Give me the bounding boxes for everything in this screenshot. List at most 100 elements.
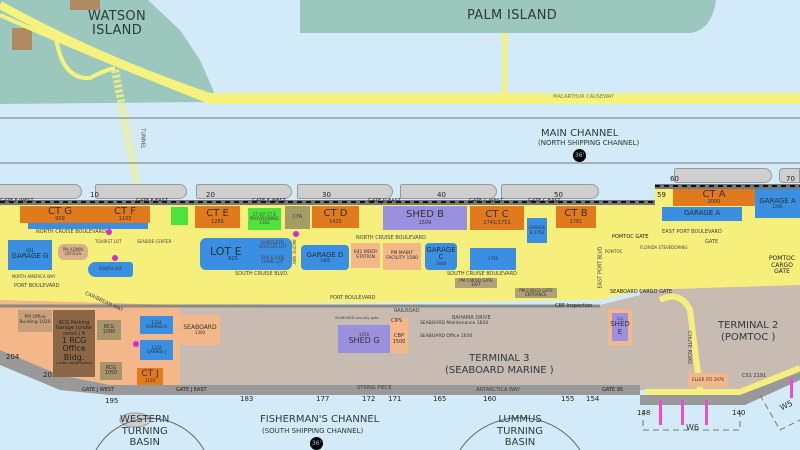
depth-badge: 36' [573,149,586,162]
berth-number: 40 [437,191,446,199]
provisioning-facility: CT E/F CT E PROVISIONING 1303 [248,208,281,230]
cs1-label: CS1 2191 [742,373,767,379]
fishermans-channel-label: FISHERMAN'S CHANNEL [260,414,380,425]
berth-number: 154 [586,395,600,403]
tourist-lot-label: TOURIST LOT [95,239,122,244]
cruise-ship [674,168,772,183]
location-marker[interactable] [293,231,299,237]
berth-w5 [759,394,800,431]
garage-b[interactable]: GARAGE B 1756 [527,218,547,243]
berth-number: 148 [637,409,651,417]
western-turning-basin-circle [95,417,205,450]
main-channel-sub: (NORTH SHIPPING CHANNEL) [538,139,640,147]
location-marker[interactable] [106,229,112,235]
berth-number: 177 [316,395,330,403]
berth-number: 165 [433,395,447,403]
depth-badge: 36' [310,437,323,450]
gate-e-west: GATE E WEST [252,198,286,204]
location-marker[interactable] [112,255,118,261]
gate-j-east: GATE J EAST [176,387,207,393]
gate-f-west: GATE F WEST [0,198,34,204]
berth-number: 160 [483,395,497,403]
rcg-1080: RCG 1080 [97,320,121,340]
berth-number: 10 [90,191,99,199]
location-marker[interactable] [133,341,139,347]
berth-number: 201 [43,371,57,379]
watson-building [12,28,32,50]
south-lot[interactable]: SOUTH LOT [88,262,133,277]
berth-number: 195 [105,397,119,405]
palm-island-road [502,33,507,95]
rcg-1050: RCG 1050 [100,362,122,380]
palm-island [300,0,716,33]
berth-number: 20 [206,191,215,199]
berth-number: 204 [6,353,20,361]
cbp-building: CBP 1500 [390,318,408,353]
port-tunnel [111,69,144,201]
pm-cargo-gate-entrance: PM CARGO GATE ENTRANCE [515,288,557,298]
cruise-ship [297,184,393,199]
terminal-2-road [645,365,800,395]
cruise-ship [0,184,82,199]
bahama-drive-label: BAHAMA DRIVE [452,315,491,321]
south-cruise-blvd-label: SOUTH CRUISE BLVD. [235,271,289,277]
south-dock-east [640,372,800,405]
berth-number: 59 [657,191,666,199]
berth-number: 60 [670,175,679,183]
cruise-parking-strip [28,223,148,229]
berth-number: 172 [362,395,376,403]
lot-1720[interactable]: 1720 [470,248,516,270]
antarctica-way-label: ANTARCTICA WAY [476,387,520,393]
seaside-center-label: SEASIDE CENTER [137,239,172,244]
string-piece-label: STRING PIECE [357,385,392,391]
gate-j-west: GATE J WEST [82,387,115,393]
pomtoc-cargo-gate: POMTOC CARGO GATE [768,255,796,276]
cbp-inspection: CBP Inspection [555,303,593,309]
mder-station: 641 MDER STATION [351,243,380,268]
garage-a[interactable]: GARAGE A [662,207,742,221]
watson-building-2 [70,0,100,10]
tunnel-label: TUNNEL [139,128,146,149]
florida-stevedoring-label: FLORIDA STEVEDORING [640,245,688,250]
chute-road-label: CHUTE ROAD [686,330,693,365]
causeway-lane [0,13,800,104]
gate-d-east: GATE D EAST [368,198,401,204]
crane-markers [659,378,793,425]
cruise-ship [95,184,187,199]
berth-w6 [642,410,741,431]
cruise-ship [501,184,599,199]
pacific-way-label: PACIFIC WAY [291,239,297,265]
berth-w6-label: W6 [686,423,699,432]
ramp-road [53,29,116,81]
main-channel-label: MAIN CHANNEL [541,128,619,139]
berth-number: 171 [388,395,402,403]
north-cruise-blvd-label: NORTH CRUISE BOULEVARD [36,229,106,235]
cfa-building: CFA [285,206,310,229]
north-america-way-label: NORTH AMERICA WAY [12,274,56,279]
berth-number: 155 [561,395,575,403]
gate-label: GATE [705,239,719,245]
pm-admin-offices: PM ADMIN OFFICES [58,244,88,260]
seaboard-security-gate-label: SEABOARD security gate [335,316,379,320]
